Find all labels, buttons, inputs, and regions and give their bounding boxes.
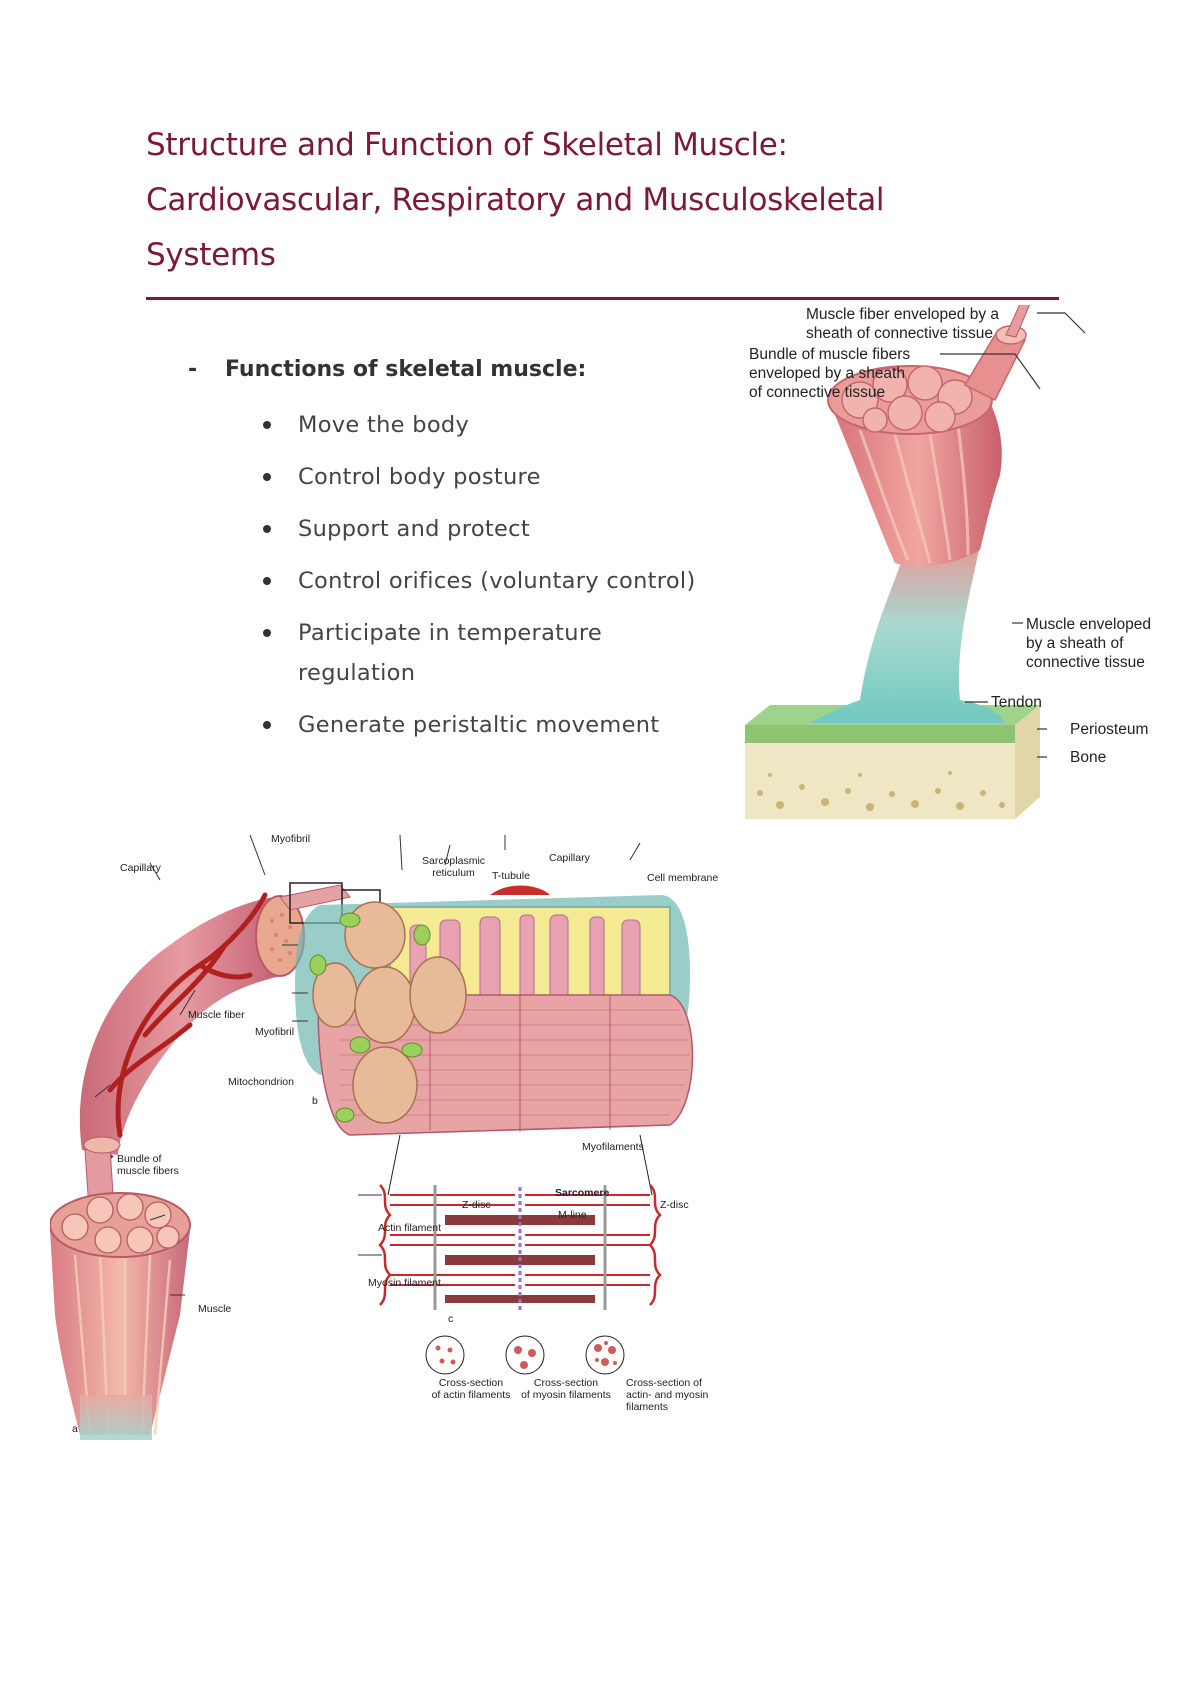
list-item-text: Support and protect	[298, 516, 530, 542]
list-item: Control body posture	[260, 457, 740, 497]
label-text: of connective tissue	[749, 384, 886, 401]
label-text: Cross-section	[438, 1377, 504, 1389]
label-muscle: Muscle enveloped by a sheath of connective…	[1026, 615, 1151, 672]
label-myosin-filament: Myosin filament	[368, 1277, 441, 1289]
list-item: Support and protect	[260, 509, 740, 549]
fiber-figure-text: Capillary Myofibril Muscle fiber Sarcopl…	[50, 833, 750, 1475]
label-bundle: Bundle of muscle fibers enveloped by a sh…	[749, 345, 910, 402]
label-tendon: Tendon	[991, 694, 1042, 711]
list-dash: -	[188, 357, 198, 382]
title-line: Structure and Function of Skeletal Muscl…	[146, 127, 788, 163]
label-text: of actin filaments	[431, 1389, 511, 1401]
muscle-bundle	[963, 329, 1027, 402]
list-item-text: Move the body	[298, 412, 470, 438]
label-text: Bundle of muscle fibers	[749, 346, 911, 363]
list-item-text: Generate peristaltic movement	[298, 712, 660, 738]
list-item-text: Participate in temperature	[298, 620, 603, 646]
label-text: muscle fibers	[117, 1165, 179, 1177]
muscle-figure-text: Muscle fiber enveloped by a sheath of con…	[740, 305, 1180, 775]
label-text: Bundle of	[117, 1153, 162, 1165]
label-sarcomere: Sarcomere	[555, 1187, 610, 1199]
label-myofibril: Myofibril	[271, 833, 311, 845]
label-text: Muscle enveloped	[1026, 616, 1151, 633]
muscle-figure-labels	[940, 312, 1086, 758]
label-capillary: Capillary	[549, 852, 590, 864]
label-mitochondrion: Mitochondrion	[228, 1076, 294, 1088]
muscle-fiber	[1005, 305, 1031, 338]
label-text: Cross-section of	[626, 1377, 702, 1389]
label-text: by a sheath of	[1026, 635, 1124, 652]
functions-heading: - Functions of skeletal muscle:	[188, 357, 586, 382]
functions-heading-text: Functions of skeletal muscle:	[225, 357, 587, 382]
bullet-icon	[263, 629, 271, 637]
label-cell-membrane: Cell membrane	[647, 872, 719, 884]
title-line: Cardiovascular, Respiratory and Musculos…	[146, 182, 885, 218]
list-item: Participate in temperature regulation	[260, 613, 740, 693]
sarcomere-diagram	[378, 1134, 662, 1375]
label-z-disc: Z-disc	[462, 1199, 491, 1211]
title-line: Systems	[146, 237, 276, 273]
label-actin-filament: Actin filament	[378, 1222, 442, 1234]
panel-label-a: a	[72, 1423, 78, 1435]
muscle-fiber-figure	[50, 835, 694, 1440]
label-text: reticulum	[432, 867, 475, 879]
tendon	[810, 545, 1005, 723]
label-bone: Bone	[1070, 749, 1107, 766]
bullet-icon	[263, 421, 271, 429]
label-periosteum: Periosteum	[1070, 721, 1149, 738]
muscle-anatomy-figure	[745, 305, 1040, 819]
bullet-icon	[263, 721, 271, 729]
page-title: Structure and Function of Skeletal Muscl…	[146, 118, 1046, 283]
label-text: connective tissue	[1026, 654, 1145, 671]
functions-list: Move the body Control body posture Suppo…	[260, 405, 740, 757]
label-text: sheath of connective tissue	[806, 325, 993, 342]
list-item-text: Control body posture	[298, 464, 541, 490]
label-text: Sarcoplasmic	[422, 855, 486, 867]
label-text: Muscle fiber enveloped by a	[806, 306, 1000, 323]
label-muscle-fiber: Muscle fiber enveloped by a sheath of con…	[806, 305, 999, 343]
label-t-tubule: T-tubule	[492, 870, 530, 882]
myofibril-block	[295, 885, 694, 1136]
bullet-icon	[263, 473, 271, 481]
label-text: actin- and myosin	[626, 1389, 709, 1401]
label-capillary: Capillary	[120, 862, 161, 874]
bullet-icon	[263, 577, 271, 585]
label-text: enveloped by a sheath	[749, 365, 905, 382]
list-item: Generate peristaltic movement	[260, 705, 740, 745]
label-m-line: M-line	[558, 1209, 587, 1221]
muscle-bundle-diagram	[50, 1136, 191, 1440]
label-text: Cross-section	[533, 1377, 599, 1389]
label-myofibril: Myofibril	[255, 1026, 295, 1038]
list-item: Move the body	[260, 405, 740, 445]
panel-label-c: c	[448, 1313, 454, 1325]
list-item: Control orifices (voluntary control)	[260, 561, 740, 601]
label-text: of myosin filaments	[521, 1389, 611, 1401]
label-muscle-fiber: Muscle fiber	[188, 1009, 245, 1021]
label-muscle: Muscle	[198, 1303, 232, 1315]
label-myofilaments: Myofilaments	[582, 1141, 644, 1153]
title-divider	[146, 297, 1059, 300]
list-item-text: regulation	[298, 660, 416, 686]
label-z-disc: Z-disc	[660, 1199, 689, 1211]
list-item-text: Control orifices (voluntary control)	[298, 568, 696, 594]
panel-label-b: b	[312, 1095, 318, 1107]
bullet-icon	[263, 525, 271, 533]
label-text: filaments	[626, 1401, 669, 1413]
